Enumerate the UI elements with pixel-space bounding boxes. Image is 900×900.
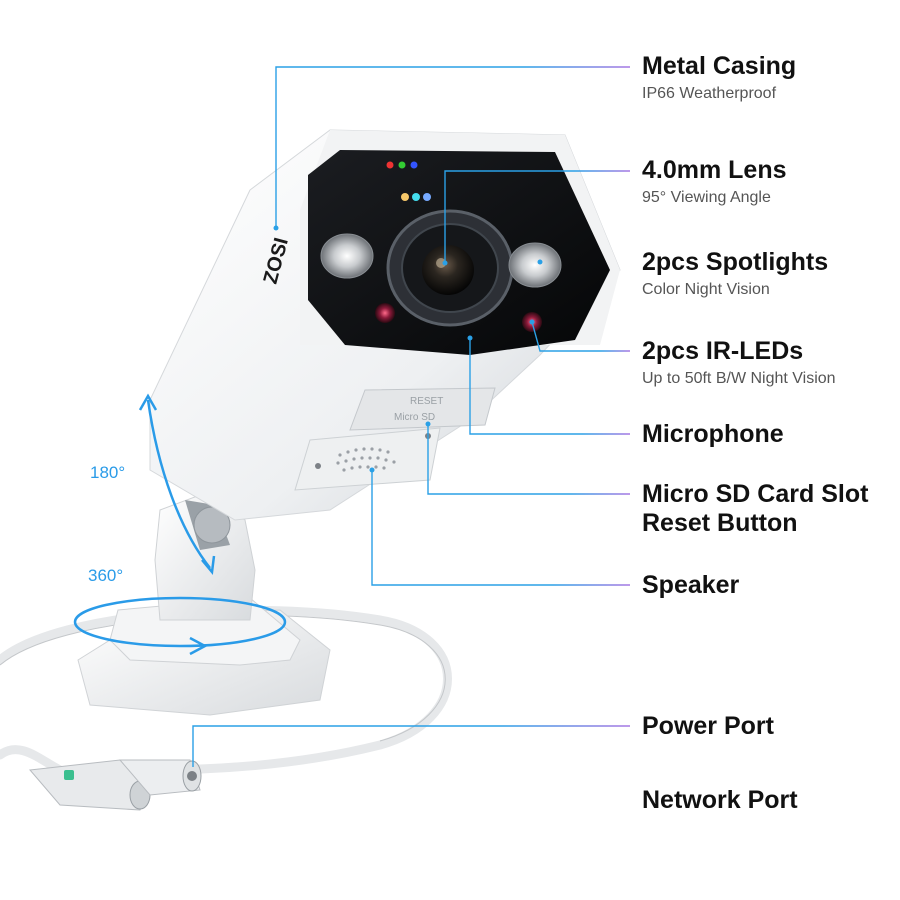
callout-metal-casing: Metal Casing IP66 Weatherproof [642,52,796,104]
callout-title: Power Port [642,712,774,740]
callout-microphone: Microphone [642,420,784,449]
callout-subtitle: 95° Viewing Angle [642,189,771,206]
svg-text:Micro SD: Micro SD [394,412,435,423]
pan-arrow-icon [73,596,287,656]
callout-subtitle: Color Night Vision [642,281,770,298]
callout-subtitle: IP66 Weatherproof [642,85,777,102]
callout-title: Speaker [642,571,740,599]
callout-network-port: Network Port [642,786,798,815]
callout-title: Reset Button [642,509,798,537]
reset-sd-panel: RESET Micro SD [349,387,496,431]
callout-title: Micro SD Card Slot [642,480,869,508]
power-connector [118,759,202,796]
callout-title: Metal Casing [642,52,797,80]
svg-text:RESET: RESET [410,396,443,407]
mount-arm [154,494,256,621]
callout-lens: 4.0mm Lens 95° Viewing Angle [642,156,787,208]
callout-title: 4.0mm Lens [642,156,787,184]
tilt-angle-label: 180° [90,463,126,482]
callout-sd-reset: Micro SD Card Slot Reset Button [642,480,868,538]
tilt-arrow-icon [138,393,216,576]
network-connector [29,759,151,811]
callout-title: Network Port [642,786,798,814]
callout-speaker: Speaker [642,571,739,600]
pan-angle-label: 360° [88,566,124,585]
callout-title: 2pcs IR-LEDs [642,337,804,365]
callout-power-port: Power Port [642,712,774,741]
speaker-grille [294,427,441,491]
status-leds [386,161,431,201]
callout-spotlights: 2pcs Spotlights Color Night Vision [642,248,828,300]
leader-lines [140,66,630,801]
callout-title: Microphone [642,420,784,448]
spotlights [320,233,562,288]
callout-ir-leds: 2pcs IR-LEDs Up to 50ft B/W Night Vision [642,337,836,389]
callout-title: 2pcs Spotlights [642,248,829,276]
lens [386,209,514,327]
callout-subtitle: Up to 50ft B/W Night Vision [642,370,836,387]
